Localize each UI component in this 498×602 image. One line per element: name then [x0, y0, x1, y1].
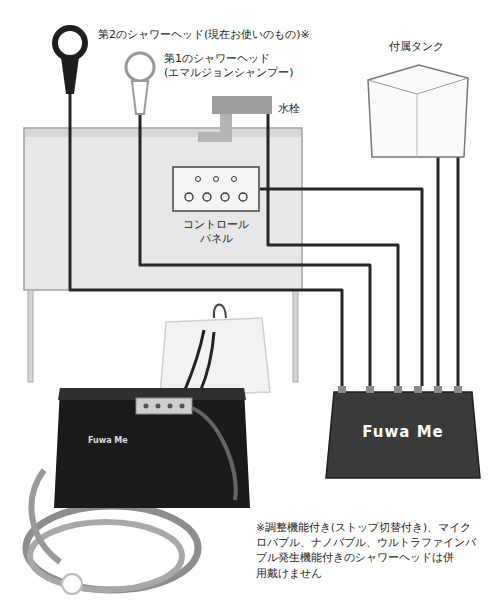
- unit-port: [394, 386, 402, 393]
- tank-edge: [417, 94, 418, 157]
- shower-handle: [61, 57, 79, 94]
- photo-shower-head: [62, 574, 82, 594]
- hose-connector: [260, 189, 422, 386]
- photo-button: [180, 404, 185, 409]
- faucet-shape: [198, 96, 272, 146]
- panel-led: [232, 177, 237, 182]
- node-shower-head-white: 第1のシャワーヘッド (エマルジョンシャンプー): [122, 50, 158, 114]
- tank-edge: [368, 78, 468, 94]
- shower-head-black-shape: [50, 24, 90, 94]
- node-label: 水栓: [278, 102, 300, 116]
- photo-button: [144, 404, 149, 409]
- unit-body: [326, 392, 480, 478]
- unit-port: [434, 386, 442, 393]
- tank-body: [368, 65, 468, 157]
- node-tank: 付属タンク: [365, 62, 471, 160]
- photo-tank: [160, 318, 270, 396]
- stand-top: [25, 129, 301, 137]
- panel-button: [185, 193, 193, 201]
- hose-connector: [437, 156, 440, 386]
- hose-connector: [140, 114, 370, 386]
- faucet-body: [212, 96, 272, 114]
- control-panel-shape: [172, 166, 260, 212]
- panel-button: [239, 193, 247, 201]
- panel-box: [173, 167, 259, 211]
- photo-panel: [136, 398, 192, 414]
- photo-button: [168, 404, 173, 409]
- panel-led: [196, 177, 201, 182]
- node-label: コントロール パネル: [172, 218, 260, 247]
- shower-handle: [132, 81, 148, 114]
- node-fuwa-me-unit: Fuwa Me: [324, 386, 482, 480]
- photo-cable: [214, 305, 226, 319]
- unit-port: [338, 386, 346, 393]
- photo-unit: [54, 388, 250, 508]
- node-label: 第2のシャワーヘッド(現在お使いのもの)※: [98, 28, 310, 42]
- node-shower-head-black: 第2のシャワーヘッド(現在お使いのもの)※: [50, 24, 90, 94]
- note: ※調整機能付き(ストップ切替付き)、マイク ロバブル、ナノバブル、ウルトラファイ…: [256, 520, 488, 581]
- node-control-panel: コントロール パネル: [172, 166, 260, 212]
- unit-port: [366, 386, 374, 393]
- product-photo: [26, 305, 270, 595]
- unit-port: [414, 386, 422, 393]
- panel-button: [221, 193, 229, 201]
- hose-connector: [70, 94, 342, 386]
- panel-button: [203, 193, 211, 201]
- photo-button: [156, 404, 161, 409]
- stand-leg: [293, 290, 298, 382]
- panel-led: [214, 177, 219, 182]
- shower-ring: [55, 28, 85, 58]
- node-label: 第1のシャワーヘッド (エマルジョンシャンプー): [164, 52, 314, 81]
- photo-brand: Fuwa Me: [88, 436, 128, 445]
- unit-port: [454, 386, 462, 393]
- tank-shape: [365, 62, 471, 160]
- shower-ring: [126, 53, 154, 81]
- node-label: 付属タンク: [389, 40, 444, 54]
- hose-coil: [26, 506, 198, 590]
- stand-leg: [28, 290, 33, 382]
- photo-hose: [192, 408, 236, 500]
- photo-cable: [184, 330, 204, 392]
- shower-head-white-shape: [122, 50, 158, 114]
- node-label: Fuwa Me: [362, 423, 443, 443]
- faucet-spout: [198, 114, 232, 142]
- node-faucet: 水栓: [198, 96, 272, 146]
- photo-cable: [200, 332, 214, 392]
- hose-connector: [457, 156, 460, 386]
